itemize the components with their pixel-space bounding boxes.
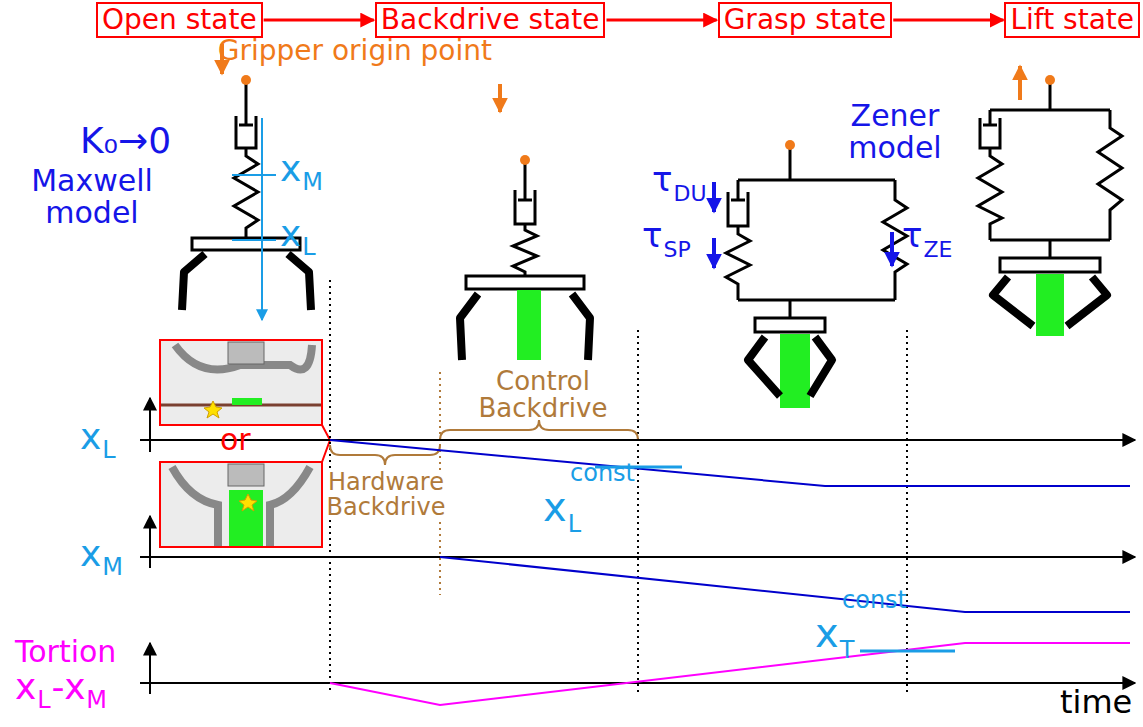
subscript: M (302, 170, 323, 195)
stiffness-label: K₀→0 (80, 122, 171, 160)
subscript: L (37, 688, 50, 713)
subscript: L (568, 512, 581, 537)
state-transition-arrow (264, 19, 374, 22)
state-box: Backdrive state (375, 2, 606, 38)
phase-label: Hardware Backdrive (326, 470, 446, 520)
origin-label: Gripper origin point (190, 36, 492, 65)
position-symbol: x (280, 150, 301, 188)
model-name: Maxwell model (22, 165, 162, 228)
subscript: M (102, 555, 123, 580)
axis-label: x (80, 418, 101, 456)
state-label: Open state (102, 3, 257, 36)
torque-symbol: τ (642, 218, 662, 254)
model-name: Zener model (832, 100, 958, 163)
state-label: Lift state (1010, 3, 1134, 36)
subscript: M (86, 688, 107, 713)
superscript: const (842, 588, 907, 613)
position-symbol: x (280, 215, 301, 253)
subscript: SP (663, 238, 690, 261)
state-label: Backdrive state (381, 3, 600, 36)
state-box: Grasp state (718, 2, 893, 38)
or-label: or (220, 424, 251, 456)
superscript: const (570, 461, 635, 486)
axis-label: x (80, 535, 101, 573)
subscript: DU (673, 182, 706, 205)
state-box: Lift state (1004, 2, 1140, 38)
subscript: ZE (923, 238, 952, 261)
state-label: Grasp state (724, 3, 887, 36)
constant-symbol: x (543, 486, 567, 528)
axis-label: -x (51, 668, 85, 706)
state-transition-arrow (606, 19, 716, 22)
subscript: L (302, 235, 315, 260)
torque-symbol: τ (902, 218, 922, 254)
constant-symbol: x (815, 612, 839, 654)
axis-label: Tortion (15, 636, 116, 668)
axis-label: time (1060, 686, 1132, 720)
subscript: T (840, 638, 855, 663)
subscript: L (102, 438, 115, 463)
phase-label: Control Backdrive (468, 368, 618, 423)
torque-symbol: τ (652, 162, 672, 198)
state-transition-arrow (893, 19, 1003, 22)
state-box: Open state (96, 2, 263, 38)
axis-label: x (15, 668, 36, 706)
